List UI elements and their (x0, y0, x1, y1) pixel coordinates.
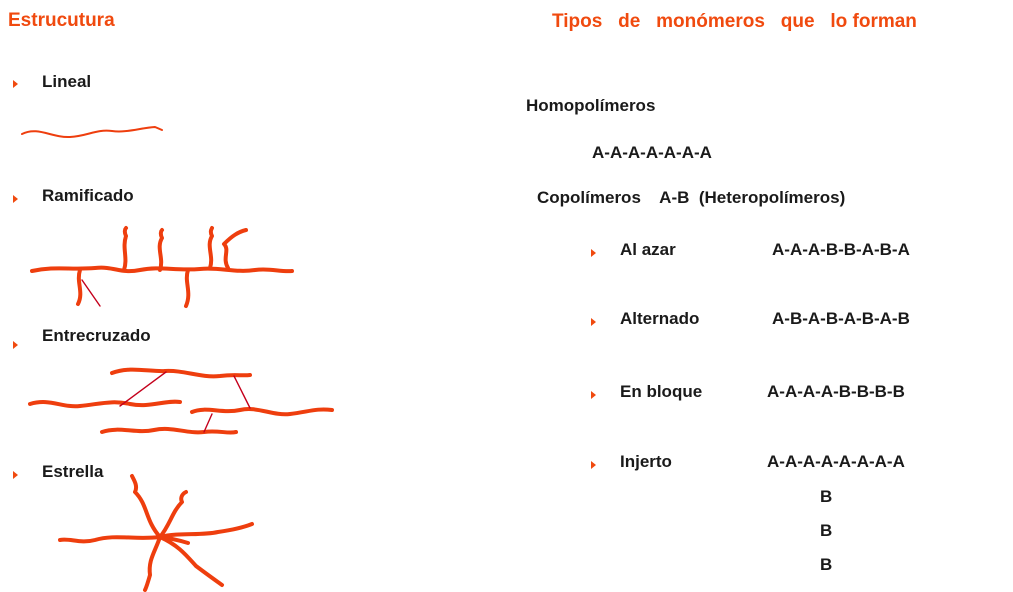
copolymer-sequence: A-A-A-B-B-A-B-A (772, 240, 910, 259)
graft-branch-unit: B (820, 487, 833, 506)
bullet-icon (13, 80, 18, 88)
bullet-icon (591, 391, 596, 399)
structure-label-lineal: Lineal (42, 72, 92, 91)
bullet-icon (591, 318, 596, 326)
copolymer-type-label: Injerto (620, 452, 672, 471)
left-heading: Estrucutura (8, 10, 115, 31)
structure-label-entrecruzado: Entrecruzado (42, 326, 151, 345)
bullet-icon (13, 195, 18, 203)
structure-label-estrella: Estrella (42, 462, 104, 481)
bullet-icon (591, 461, 596, 469)
copolymer-label: Copolímeros A-B (Heteropolímeros) (537, 188, 846, 207)
copolymer-type-label: Alternado (620, 309, 700, 328)
graft-branch-unit: B (820, 555, 833, 574)
bullet-icon (13, 341, 18, 349)
homopolymer-sequence: A-A-A-A-A-A-A (592, 143, 712, 162)
graft-branch-unit: B (820, 521, 833, 540)
copolymer-sequence: A-A-A-A-A-A-A-A (767, 452, 905, 471)
copolymer-type-label: En bloque (620, 382, 703, 401)
copolymer-type-label: Al azar (620, 240, 676, 259)
bullet-icon (591, 249, 596, 257)
homopolymer-label: Homopolímeros (526, 96, 656, 115)
bullet-icon (13, 471, 18, 479)
copolymer-sequence: A-A-A-A-B-B-B-B (767, 382, 905, 401)
right-heading: Tipos de monómeros que lo forman (552, 11, 917, 32)
copolymer-sequence: A-B-A-B-A-B-A-B (772, 309, 910, 328)
structure-label-ramificado: Ramificado (42, 186, 134, 205)
